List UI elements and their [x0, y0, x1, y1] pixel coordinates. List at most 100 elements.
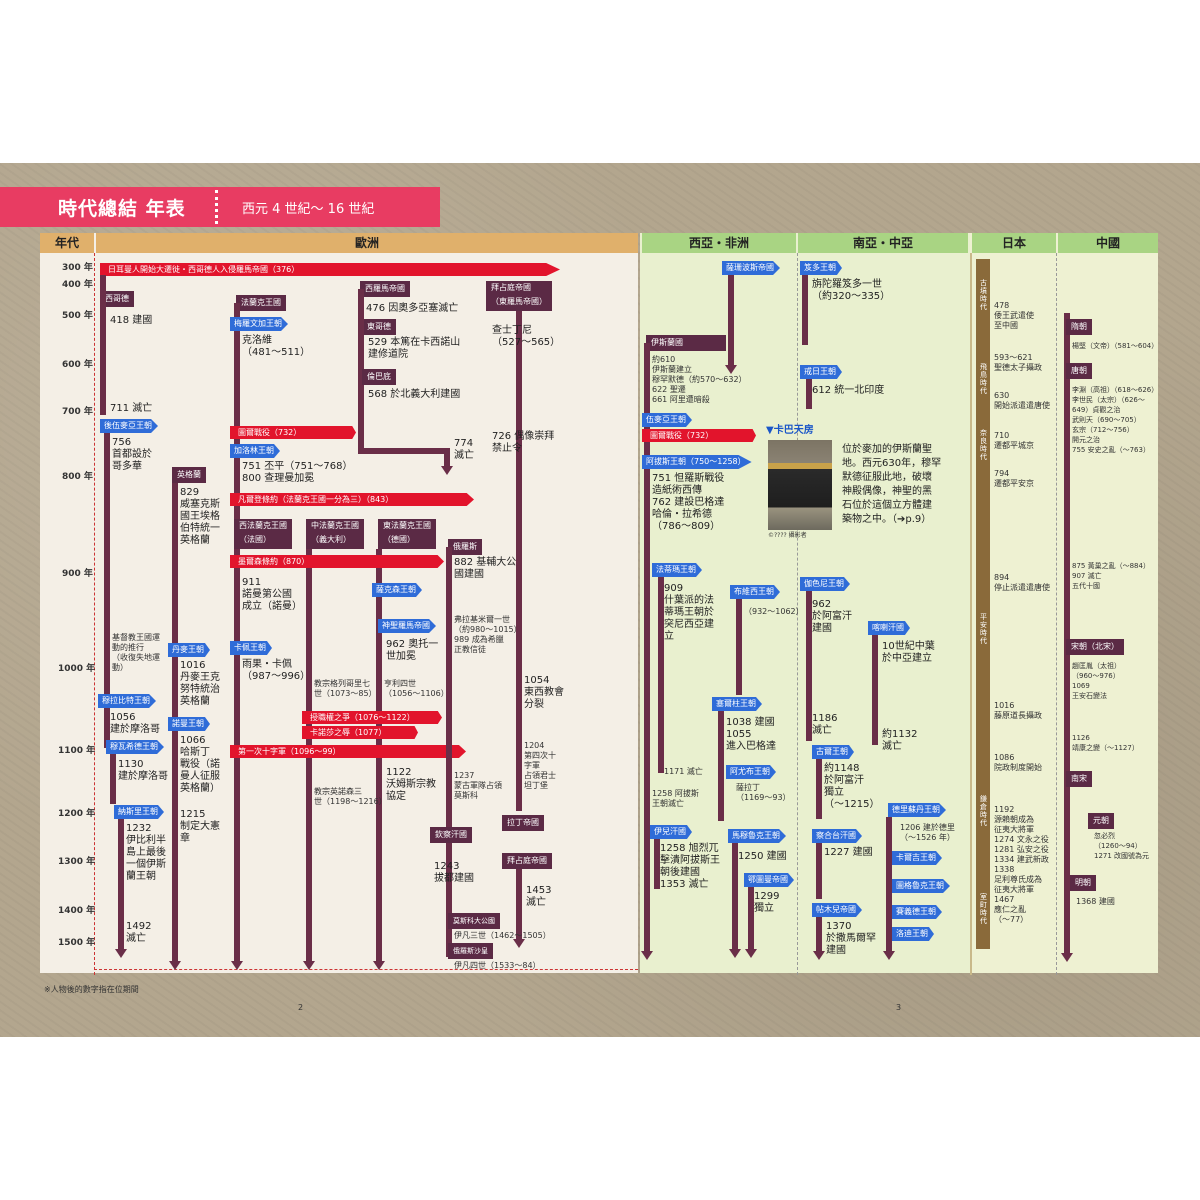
line-chagatai — [816, 843, 822, 899]
note-gregory: 教宗格列哥里七 世（1073～85） — [314, 679, 377, 698]
kaaba-photo — [768, 440, 832, 530]
label-sui: 隋朝 — [1066, 319, 1092, 335]
note-moscow: 伊凡三世（1462～1505） — [454, 931, 551, 940]
label-fatimid: 法蒂瑪王朝 — [652, 563, 702, 577]
header-year: 年代 — [40, 233, 94, 253]
line-lombard — [358, 319, 364, 449]
verdun-bar: 凡爾登條約（法蘭克王國一分為三）（843） — [230, 493, 474, 506]
kaaba-caption: ©???? 攝影者 — [768, 532, 807, 539]
note-ghaznavid: 962 於阿富汗 建國 — [812, 599, 852, 634]
page-number-left: 2 — [298, 1003, 304, 1012]
year-label: 1500 年 — [58, 938, 96, 948]
note-normandy: 1066 哈斯丁 戰役（諾 曼人征服 英格蘭） — [180, 735, 220, 794]
note-visigoth: 418 建國 — [110, 315, 153, 326]
label-umayyad-later: 後伍麥亞王朝 — [100, 419, 158, 433]
tours-wa-bar: 圖爾戰役（732） — [642, 429, 756, 442]
note-vladimir: 弗拉基米爾一世 （約980～1015） 989 成為希臘 正教信徒 — [454, 615, 522, 654]
label-visigoth: 西哥德 — [100, 291, 134, 307]
line-almoravid — [104, 708, 110, 748]
line-franks — [234, 303, 240, 963]
label-ilkhanate: 伊兒汗國 — [650, 825, 692, 839]
label-west-frank: 西法蘭克王國 （法國） — [234, 519, 292, 549]
footer-note: ※人物後的數字指在位期間 — [44, 985, 139, 994]
label-west-rome: 西羅馬帝國 — [360, 281, 410, 297]
year-label: 1100 年 — [58, 746, 96, 756]
note-song-2: 1126 靖康之變（～1127） — [1072, 734, 1139, 752]
kaaba-text: 位於麥加的伊斯蘭聖 地。西元630年，穆罕 默德征服此地，破壞 神殿偶像，神聖的… — [842, 444, 942, 525]
note-byz2: 1453 滅亡 — [526, 885, 552, 908]
label-lombard: 倫巴底 — [362, 369, 396, 385]
note-ottoman: 1299 獨立 — [754, 891, 780, 914]
label-ming: 明朝 — [1070, 875, 1096, 891]
arrow-ottoman — [745, 949, 757, 958]
label-tughluq: 圖格魯克王朝 — [892, 879, 950, 893]
year-label: 400 年 — [62, 280, 93, 290]
divider-japan — [970, 253, 972, 975]
era-asuka: 飛鳥時代 — [980, 363, 987, 395]
header-west-asia: 西亞・非洲 — [642, 233, 796, 253]
note-mamluk: 1250 建國 — [738, 851, 787, 862]
note-delhi: 1206 建於德里 （～1526 年） — [900, 823, 955, 842]
note-ming: 1368 建國 — [1076, 897, 1115, 906]
note-fatimid-end: 1171 滅亡 — [664, 767, 703, 776]
year-label: 700 年 — [62, 407, 93, 417]
note-harsha: 612 統一北印度 — [812, 385, 885, 396]
label-saxon: 薩克森王朝 — [372, 583, 422, 597]
line-nasrid — [118, 819, 124, 949]
mersen-bar: 墨爾森條約（870） — [230, 555, 444, 568]
line-ilkhanate — [654, 839, 660, 889]
note-carolingian: 751 丕平（751～768） 800 查理曼加冕 — [242, 461, 353, 484]
label-middle-frank: 中法蘭克王國 （義大利） — [306, 519, 364, 549]
note-yuan: 忽必烈 （1260～94） 1271 改國號為元 — [1094, 832, 1150, 860]
note-song: 趙匡胤（太祖） （960～976） 1069 王安石變法 — [1072, 662, 1121, 700]
note-sui: 楊堅（文帝）（581～604） — [1072, 342, 1159, 350]
note-ayyubid: 薩拉丁 （1169～93） — [736, 783, 791, 802]
note-umayyad-later: 756 首都設於 哥多華 — [112, 437, 152, 472]
label-karakhanid: 喀喇汗國 — [868, 621, 910, 635]
lombard-connector — [358, 448, 448, 454]
note-ilkhanate: 1258 旭烈兀 擊潰阿拔斯王 朝後建國 1353 滅亡 — [660, 843, 720, 890]
west-asia-page — [640, 233, 970, 973]
note-jp-1192: 1192 源賴朝成為 征夷大將軍 1274 文永之役 1281 弘安之役 133… — [994, 805, 1049, 924]
kaaba-photo-band — [768, 463, 832, 469]
line-lombard-end — [444, 448, 450, 468]
label-franks: 法蘭克王國 — [236, 295, 286, 311]
year-label: 500 年 — [62, 311, 93, 321]
label-byz2: 拜占庭帝國 — [502, 853, 552, 869]
note-jp-794: 794 遷都平安京 — [994, 469, 1034, 488]
note-anglo-saxon: 829 威塞克斯 國王埃格 伯特統一 英格蘭 — [180, 487, 220, 546]
era-nara: 奈良時代 — [980, 429, 987, 461]
header-europe: 歐洲 — [96, 233, 638, 253]
arrow-mamluk — [729, 949, 741, 958]
line-ghurid — [816, 759, 822, 819]
label-islam: 伊斯蘭國 — [646, 335, 726, 351]
arrow-england — [169, 961, 181, 970]
label-umayyad: 伍麥亞王朝 — [642, 413, 692, 427]
note-innocent: 教宗英諾森三 世（1198～1216） — [314, 787, 387, 806]
label-yuan: 元朝 — [1088, 813, 1114, 829]
year-label: 600 年 — [62, 360, 93, 370]
note-karakhanid-end: 約1132 滅亡 — [882, 729, 918, 752]
arrow-timur — [813, 951, 825, 960]
line-karakhanid — [872, 635, 878, 745]
label-rus: 俄羅斯 — [448, 539, 482, 555]
year-label: 900 年 — [62, 569, 93, 579]
label-gupta: 笈多王朝 — [800, 261, 842, 275]
note-ghurid: 約1148 於阿富汗 獨立 （～1215） — [824, 763, 880, 810]
label-abbasid: 阿拔斯王朝（750～1258） — [642, 455, 752, 469]
note-danish: 1016 丹麥王克 努特統治 英格蘭 — [180, 660, 220, 707]
note-jp-478: 478 倭王武遣使 至中國 — [994, 301, 1034, 330]
line-timur — [816, 917, 822, 953]
note-karakhanid: 10世紀中葉 於中亞建立 — [882, 641, 935, 664]
label-danish: 丹麥王朝 — [168, 643, 210, 657]
label-sayyid: 賽義德王朝 — [892, 905, 942, 919]
note-jp-1016: 1016 藤原道長攝政 — [994, 701, 1042, 720]
label-ayyubid: 阿尤布王朝 — [726, 765, 776, 779]
title-banner — [0, 187, 440, 227]
label-merovingian: 梅羅文加王朝 — [230, 317, 288, 331]
year-label: 1000 年 — [58, 664, 96, 674]
note-merovingian: 克洛維 （481～511） — [242, 335, 311, 358]
label-sasanian: 薩珊波斯帝國 — [722, 261, 780, 275]
note-magna: 1215 制定大憲 章 — [180, 809, 220, 844]
label-kipchak: 欽察汗國 — [430, 827, 472, 843]
